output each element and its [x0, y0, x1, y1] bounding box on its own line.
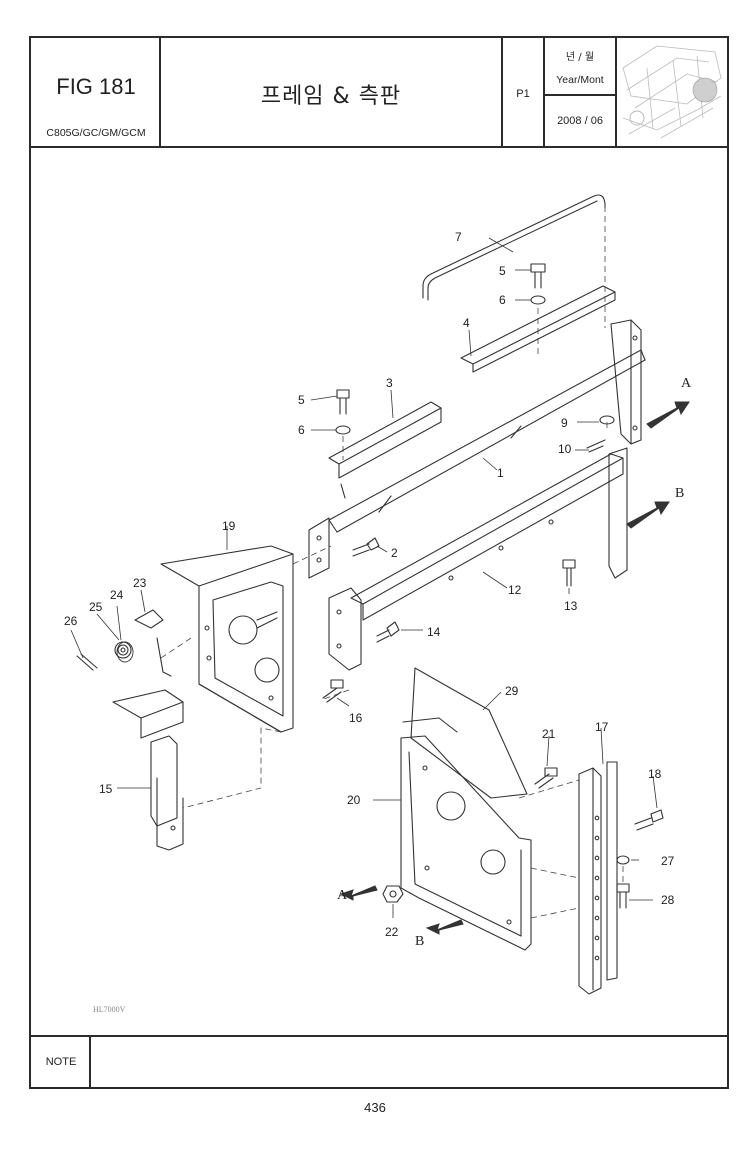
part-16-bolt	[322, 679, 344, 703]
fig-cell: FIG 181 C805G/GC/GM/GCM	[31, 38, 161, 146]
callout-25: 25	[89, 600, 103, 614]
callout-18: 18	[648, 767, 662, 781]
callout-5-upper: 5	[499, 264, 506, 278]
date-cell: 년 / 월 Year/Mont 2008 / 06	[545, 38, 617, 146]
part-6-washer-upper	[530, 295, 546, 305]
part-1-shaft	[328, 349, 646, 533]
date-header: 년 / 월 Year/Mont	[545, 38, 615, 96]
callout-19: 19	[222, 519, 236, 533]
callout-29: 29	[505, 684, 519, 698]
callout-6-upper: 6	[499, 293, 506, 307]
part-7-rod	[422, 194, 606, 301]
note-label: NOTE	[45, 1056, 77, 1068]
callout-20: 20	[347, 793, 361, 807]
right-upper-bracket	[610, 319, 642, 445]
part-19-side-plate	[160, 545, 294, 733]
year-month-english: Year/Mont	[556, 74, 604, 86]
arrow-a-upper	[646, 401, 690, 429]
part-14-bolt	[376, 621, 400, 643]
callout-7: 7	[455, 230, 462, 244]
callout-15: 15	[99, 782, 113, 796]
part-2-bolt	[352, 537, 380, 557]
part-21-bolt	[534, 767, 558, 789]
callout-17: 17	[595, 720, 609, 734]
arrow-b-upper	[626, 501, 670, 529]
part-12-frame	[328, 447, 628, 671]
part-4-cover	[460, 285, 616, 373]
part-25-washer	[116, 641, 134, 663]
callout-22: 22	[385, 925, 399, 939]
direction-b-lower: B	[415, 934, 425, 949]
year-month-korean: 년 / 월	[565, 52, 595, 63]
page-number: 436	[364, 1100, 386, 1115]
reference-code: HL7000V	[93, 1005, 126, 1014]
model-codes: C805G/GC/GM/GCM	[46, 127, 146, 139]
direction-a-upper: A	[681, 376, 692, 391]
callout-16: 16	[349, 711, 363, 725]
page-title: 프레임 & 측판	[260, 84, 402, 109]
direction-b-upper: B	[675, 486, 685, 501]
callout-10: 10	[558, 442, 572, 456]
callout-23: 23	[133, 576, 147, 590]
callout-27: 27	[661, 854, 675, 868]
title-cell: 프레임 & 측판	[161, 38, 503, 146]
callout-13: 13	[564, 599, 578, 613]
arrow-a-lower	[339, 885, 378, 901]
part-1-end-bracket	[308, 517, 330, 579]
callout-6-lower: 6	[298, 423, 305, 437]
callout-4: 4	[463, 316, 470, 330]
part-29-plate	[402, 667, 528, 799]
direction-a-lower: A	[337, 888, 348, 903]
part-6-washer-lower	[335, 425, 351, 435]
part-20-side-plate	[400, 735, 532, 951]
callout-1: 1	[497, 466, 504, 480]
machine-thumbnail	[622, 45, 722, 139]
part-15-bracket	[112, 689, 184, 851]
callout-14: 14	[427, 625, 441, 639]
callout-21: 21	[542, 727, 556, 741]
part-3-cover	[328, 401, 442, 499]
part-5-bolt-upper	[530, 263, 546, 289]
callout-12: 12	[508, 583, 522, 597]
part-5-bolt-lower	[336, 389, 350, 415]
arrow-b-lower	[425, 919, 464, 935]
callout-5-lower: 5	[298, 393, 305, 407]
callout-3: 3	[386, 376, 393, 390]
note-row: NOTE	[31, 1035, 727, 1089]
exploded-view-drawing	[70, 194, 690, 995]
header: FIG 181 C805G/GC/GM/GCM 프레임 & 측판 P1 년 / …	[31, 38, 727, 148]
callout-26: 26	[64, 614, 78, 628]
callout-28: 28	[661, 893, 675, 907]
part-28-bolt	[616, 883, 630, 909]
part-13-bolt	[562, 559, 576, 587]
fig-number: FIG 181	[56, 74, 136, 99]
part-17-post	[578, 761, 618, 995]
callout-9: 9	[561, 416, 568, 430]
part-22-nut	[382, 885, 404, 903]
part-26-pin	[76, 653, 98, 671]
note-label-cell: NOTE	[31, 1037, 91, 1089]
issue-date: 2008 / 06	[557, 115, 603, 127]
parts-sheet: FIG 181 C805G/GC/GM/GCM 프레임 & 측판 P1 년 / …	[29, 36, 729, 1089]
callout-2: 2	[391, 546, 398, 560]
page-code: P1	[516, 88, 530, 100]
part-23-lever	[134, 609, 172, 677]
callout-24: 24	[110, 588, 124, 602]
page-code-cell: P1	[503, 38, 545, 146]
part-27-washer	[616, 855, 630, 865]
part-18-bolt	[634, 809, 664, 831]
part-10-pin	[586, 439, 606, 453]
thumbnail-cell	[617, 38, 727, 146]
